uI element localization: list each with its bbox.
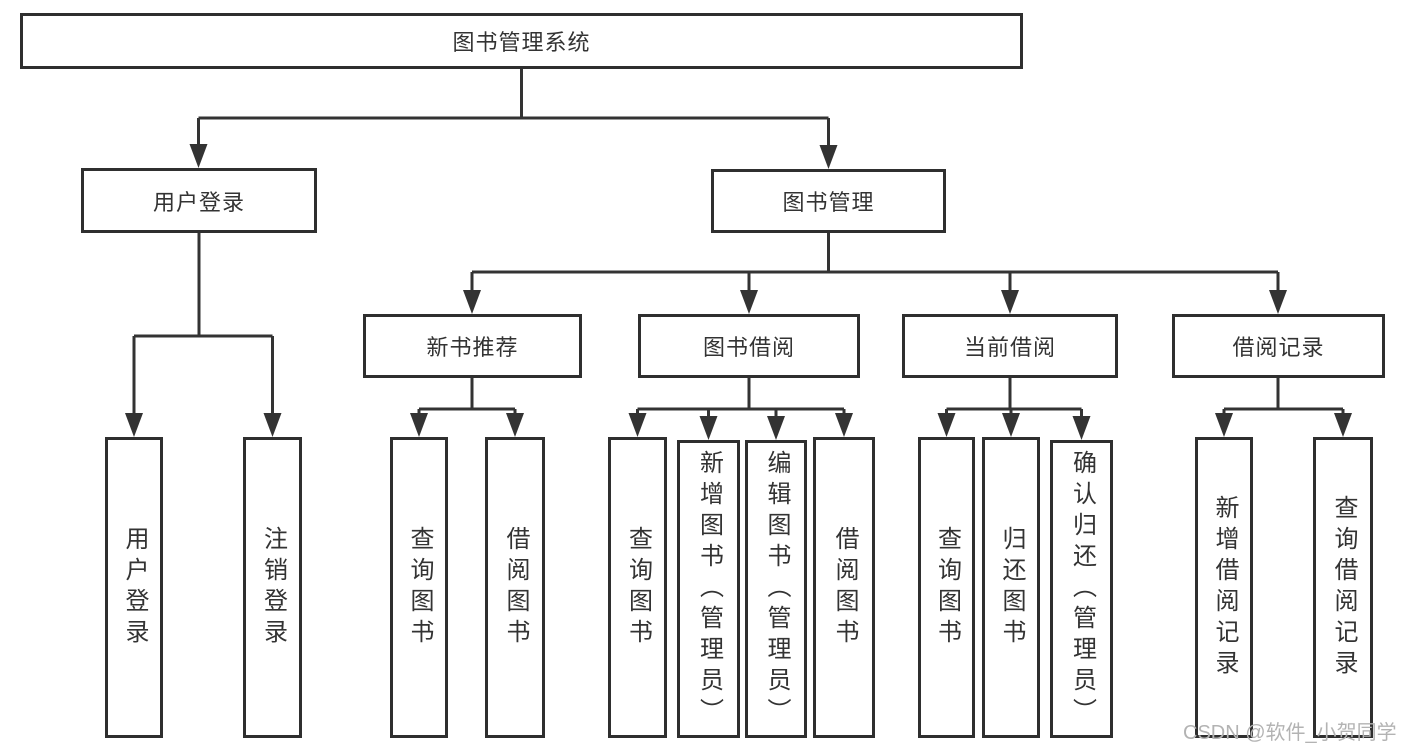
- leaf-borrow-books-recommend: 借阅图书: [485, 437, 545, 738]
- leaf-borrow-book: 借阅图书: [813, 437, 875, 738]
- node-label: 图书管理: [782, 190, 875, 215]
- leaf-label: 编辑图书（管理员）: [763, 449, 790, 729]
- node-label: 用户登录: [152, 189, 245, 215]
- node-borrow-records: 借阅记录: [1172, 314, 1385, 378]
- leaf-label: 新增借阅记录: [1211, 494, 1238, 681]
- leaf-label: 新增图书（管理员）: [695, 449, 723, 729]
- leaf-query-books-current: 查询图书: [918, 437, 975, 738]
- leaf-query-books-borrow: 查询图书: [608, 437, 667, 738]
- leaf-label: 归还图书: [998, 525, 1025, 650]
- node-label: 当前借阅: [963, 335, 1056, 360]
- csdn-watermark: CSDN @软件_小贺同学: [1183, 722, 1397, 744]
- node-new-book-recommend: 新书推荐: [363, 314, 582, 378]
- leaf-query-borrow-record: 查询借阅记录: [1313, 437, 1373, 738]
- node-user-login-branch: 用户登录: [81, 168, 317, 233]
- leaf-user-login: 用户登录: [105, 437, 163, 738]
- node-root-label: 图书管理系统: [452, 30, 591, 55]
- node-label: 图书借阅: [702, 335, 795, 360]
- leaf-label: 查询图书: [406, 525, 433, 650]
- node-book-borrow: 图书借阅: [638, 314, 860, 378]
- leaf-label: 查询图书: [624, 525, 652, 650]
- leaf-label: 查询图书: [933, 525, 961, 650]
- node-root: 图书管理系统: [20, 13, 1023, 69]
- leaf-query-books-recommend: 查询图书: [390, 437, 448, 738]
- leaf-label: 确认归还（管理员）: [1068, 449, 1096, 729]
- leaf-add-book-admin: 新增图书（管理员）: [677, 440, 740, 738]
- leaf-logout: 注销登录: [243, 437, 302, 738]
- leaf-label: 用户登录: [121, 525, 148, 650]
- leaf-edit-book-admin: 编辑图书（管理员）: [745, 440, 807, 738]
- node-current-borrow: 当前借阅: [902, 314, 1118, 378]
- node-label: 借阅记录: [1232, 335, 1325, 360]
- node-book-management: 图书管理: [711, 169, 946, 233]
- leaf-label: 借阅图书: [502, 525, 529, 650]
- leaf-confirm-return-admin: 确认归还（管理员）: [1050, 440, 1113, 738]
- leaf-label: 注销登录: [259, 525, 287, 650]
- node-label: 新书推荐: [426, 335, 519, 360]
- leaf-label: 查询借阅记录: [1330, 494, 1357, 681]
- leaf-label: 借阅图书: [831, 525, 858, 650]
- leaf-add-borrow-record: 新增借阅记录: [1195, 437, 1253, 738]
- leaf-return-book: 归还图书: [982, 437, 1040, 738]
